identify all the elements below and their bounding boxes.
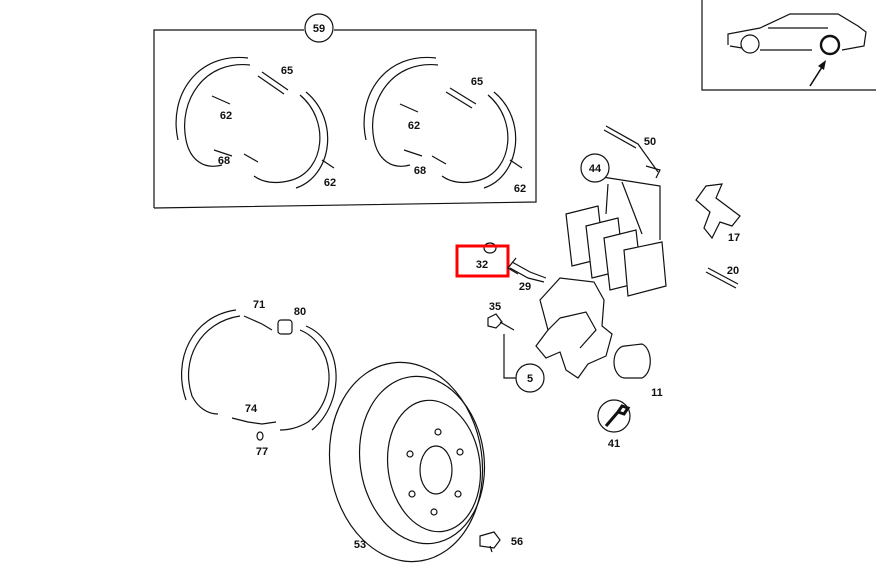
label-74: 74 [245, 403, 258, 415]
wrench-icon [604, 404, 631, 427]
part-53-brake-disc[interactable]: 53 [317, 352, 495, 571]
label-65-left: 65 [281, 65, 293, 77]
label-62-left: 62 [220, 110, 232, 122]
vehicle-inset [701, 0, 876, 91]
brake-shoe-set-box: 59 65 62 68 62 65 62 68 62 [153, 13, 537, 209]
brake-shoe-left-set [175, 56, 335, 189]
label-17: 17 [728, 232, 740, 244]
car-location-icon [727, 13, 867, 87]
part-41[interactable]: 41 [597, 399, 631, 450]
brake-shoe-right-set [363, 56, 523, 189]
part-44-brake-pads[interactable]: 44 [565, 153, 667, 297]
part-59[interactable]: 59 [304, 13, 334, 43]
label-68-left: 68 [218, 155, 230, 167]
label-62-left-lower: 62 [324, 177, 336, 189]
part-50[interactable]: 50 [603, 125, 661, 179]
part-80[interactable]: 80 [294, 306, 306, 318]
label-35: 35 [489, 301, 501, 313]
label-29: 29 [519, 281, 531, 293]
label-71: 71 [253, 299, 265, 311]
parking-brake-shoes [181, 309, 337, 441]
label-41: 41 [608, 438, 620, 450]
part-11-piston[interactable]: 11 [613, 343, 663, 399]
label-32: 32 [476, 259, 488, 271]
label-62-right-lower: 62 [514, 183, 526, 195]
label-50: 50 [644, 136, 656, 148]
part-35[interactable]: 35 [487, 301, 515, 331]
label-53: 53 [354, 539, 366, 551]
part-56[interactable]: 56 [479, 531, 523, 553]
label-11: 11 [651, 387, 663, 399]
label-65-right: 65 [471, 76, 483, 88]
part-29[interactable]: 29 [507, 257, 547, 293]
label-20: 20 [727, 265, 739, 277]
part-20[interactable]: 20 [705, 265, 739, 289]
part-32[interactable]: 32 [455, 242, 510, 278]
label-56: 56 [511, 536, 523, 548]
label-68-right: 68 [414, 165, 426, 177]
label-62-right: 62 [408, 120, 420, 132]
label-5: 5 [527, 373, 533, 385]
label-44: 44 [589, 163, 602, 175]
part-77[interactable]: 77 [256, 446, 268, 458]
label-59: 59 [313, 23, 325, 35]
highlight-box [455, 244, 510, 278]
part-5-caliper[interactable]: 5 [503, 277, 613, 393]
part-71[interactable]: 71 [253, 299, 265, 311]
label-77: 77 [256, 446, 268, 458]
part-74[interactable]: 74 [245, 403, 258, 415]
label-80: 80 [294, 306, 306, 318]
part-17[interactable]: 17 [695, 183, 741, 244]
